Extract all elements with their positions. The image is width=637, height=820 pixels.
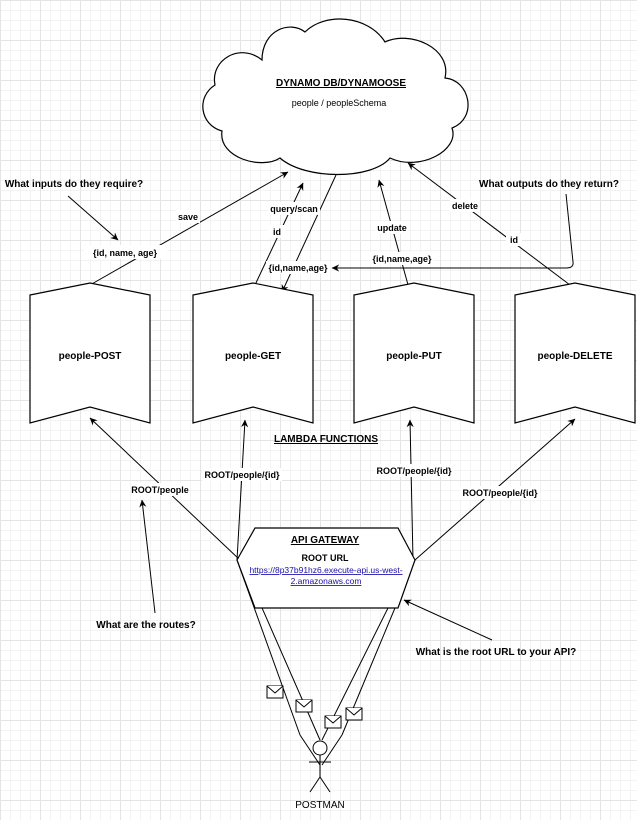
route-edge-put [406, 419, 414, 561]
api-gateway-root-label: ROOT URL [302, 553, 349, 563]
question-root-url: What is the root URL to your API? [416, 647, 577, 658]
question-outputs: What outputs do they return? [479, 179, 619, 190]
api-gateway-title: API GATEWAY [291, 535, 360, 546]
edge-query-scan [281, 174, 337, 293]
label-query-scan: query/scan [270, 204, 318, 214]
api-root-url-link[interactable]: https://8p37b91hz6.execute-api.us-west- … [249, 565, 402, 586]
label-id-delete: id [510, 235, 518, 245]
lambda-section-label: LAMBDA FUNCTIONS [274, 434, 378, 445]
edge-post-save [89, 171, 289, 286]
message-envelope-icon [345, 707, 363, 721]
lambda-delete-label: people-DELETE [537, 351, 612, 362]
edge-delete [407, 162, 571, 286]
payload-post: {id, name, age} [93, 248, 158, 258]
route-post: ROOT/people [131, 485, 189, 495]
arrow-question-root-url [403, 599, 493, 641]
lambda-put-label: people-PUT [386, 351, 442, 362]
route-delete: ROOT/people/{id} [462, 488, 538, 498]
api-gateway-shape [236, 527, 416, 609]
route-get: ROOT/people/{id} [204, 470, 280, 480]
lambda-get-shape [192, 282, 314, 424]
edge-put-update [377, 179, 411, 293]
label-id-get: id [273, 227, 281, 237]
label-save: save [178, 212, 198, 222]
route-put: ROOT/people/{id} [376, 466, 452, 476]
api-root-url-line2[interactable]: 2.amazonaws.com [291, 576, 362, 586]
postman-label: POSTMAN [295, 800, 344, 811]
payload-get: {id,name,age} [268, 263, 328, 273]
lambda-delete-shape [514, 282, 636, 424]
label-update: update [377, 223, 407, 233]
question-routes: What are the routes? [96, 620, 195, 631]
arrow-question-outputs [331, 193, 574, 272]
message-envelope-icon [266, 685, 284, 699]
message-envelope-icon [295, 699, 313, 713]
postman-actor-icon [309, 740, 331, 793]
route-edge-get [236, 419, 249, 561]
lambda-post-label: people-POST [59, 351, 122, 362]
database-cloud [202, 18, 469, 176]
label-delete: delete [452, 201, 478, 211]
lambda-post-shape [29, 282, 151, 424]
database-subtitle: people / peopleSchema [292, 98, 387, 108]
api-root-url-line1[interactable]: https://8p37b91hz6.execute-api.us-west- [249, 565, 402, 575]
arrow-question-routes [139, 499, 156, 614]
database-title: DYNAMO DB/DYNAMOOSE [276, 78, 406, 89]
payload-put: {id,name,age} [372, 254, 432, 264]
question-inputs: What inputs do they require? [5, 179, 143, 190]
message-envelope-icon [324, 715, 342, 729]
arrow-question-inputs [67, 195, 119, 241]
lambda-get-label: people-GET [225, 351, 281, 362]
lambda-put-shape [353, 282, 475, 424]
